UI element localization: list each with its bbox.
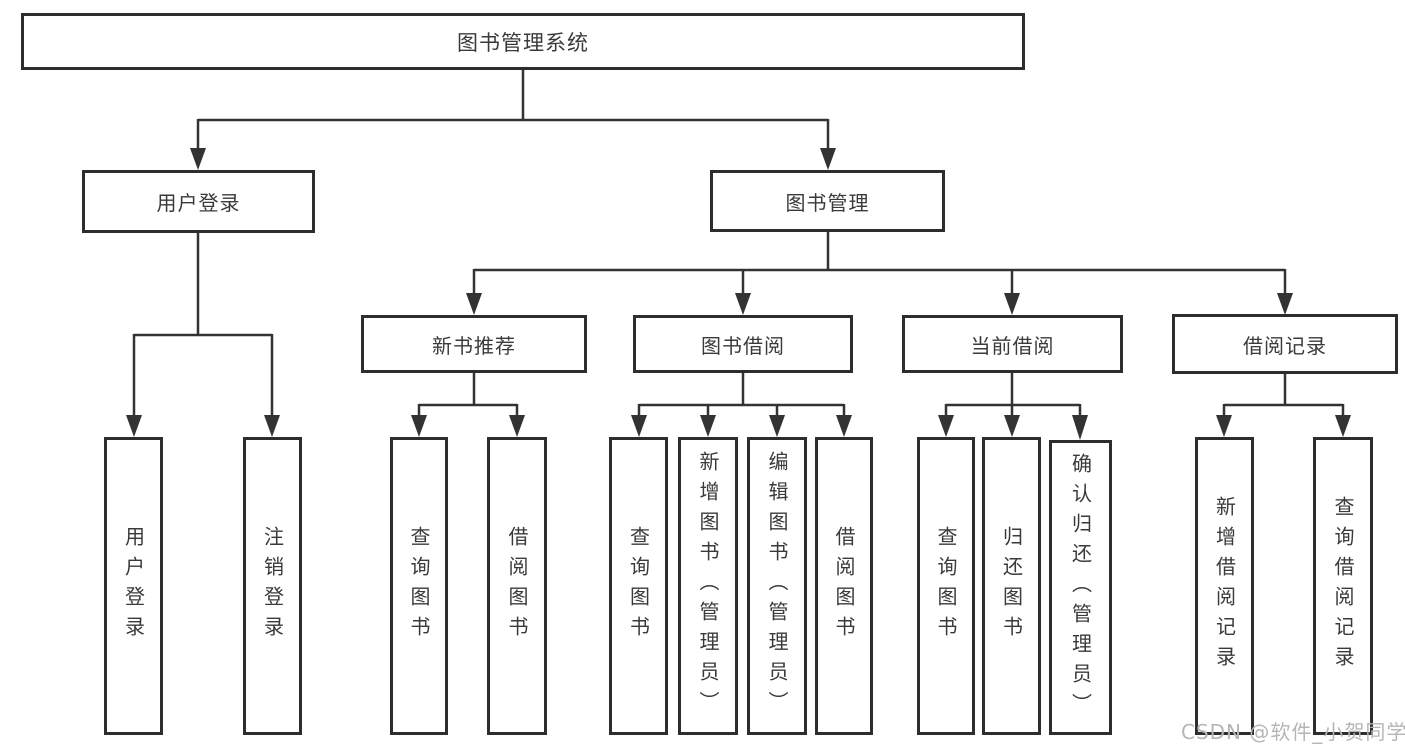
- group-current-borrow-label: 当前借阅: [970, 333, 1055, 358]
- leaf-bb-borrow-books-label: 借阅图书: [832, 526, 856, 646]
- leaf-bb-query-books-label: 查询图书: [626, 526, 651, 646]
- leaf-nbr-query-books-label: 查询图书: [407, 526, 431, 646]
- leaf-cb-confirm-return-admin: 确认归还（管理员）: [1049, 440, 1112, 735]
- leaf-nbr-borrow-books: 借阅图书: [487, 437, 547, 735]
- branch-book-management: 图书管理: [710, 170, 945, 232]
- leaf-user-login-label: 用户登录: [121, 526, 146, 646]
- branch-book-management-label: 图书管理: [785, 190, 870, 215]
- group-book-borrow-label: 图书借阅: [701, 333, 785, 358]
- leaf-bb-add-book-admin-label: 新增图书（管理员）: [696, 451, 720, 721]
- leaf-nbr-query-books: 查询图书: [390, 437, 448, 735]
- node-root-label: 图书管理系统: [457, 30, 589, 55]
- leaf-br-query-record-label: 查询借阅记录: [1331, 496, 1355, 676]
- leaf-br-add-record-label: 新增借阅记录: [1212, 496, 1237, 676]
- leaf-cb-query-books-label: 查询图书: [934, 526, 958, 646]
- leaf-logout: 注销登录: [243, 437, 302, 735]
- leaf-bb-add-book-admin: 新增图书（管理员）: [678, 437, 738, 735]
- node-root: 图书管理系统: [21, 13, 1025, 70]
- leaf-bb-edit-book-admin-label: 编辑图书（管理员）: [765, 451, 789, 721]
- group-book-borrow: 图书借阅: [633, 315, 853, 373]
- leaf-nbr-borrow-books-label: 借阅图书: [505, 526, 529, 646]
- group-borrow-records-label: 借阅记录: [1243, 333, 1327, 358]
- leaf-cb-return-books: 归还图书: [982, 437, 1041, 735]
- group-new-book-recommend: 新书推荐: [361, 315, 587, 373]
- leaf-br-add-record: 新增借阅记录: [1195, 437, 1254, 735]
- leaf-cb-confirm-return-admin-label: 确认归还（管理员）: [1068, 452, 1093, 723]
- group-borrow-records: 借阅记录: [1172, 314, 1398, 374]
- leaf-bb-query-books: 查询图书: [609, 437, 668, 735]
- branch-user-login: 用户登录: [82, 170, 315, 233]
- group-new-book-recommend-label: 新书推荐: [432, 333, 516, 358]
- leaf-bb-borrow-books: 借阅图书: [815, 437, 873, 735]
- group-current-borrow: 当前借阅: [902, 315, 1123, 373]
- leaf-bb-edit-book-admin: 编辑图书（管理员）: [747, 437, 807, 735]
- leaf-user-login: 用户登录: [104, 437, 163, 735]
- leaf-br-query-record: 查询借阅记录: [1313, 437, 1373, 735]
- leaf-cb-return-books-label: 归还图书: [999, 526, 1024, 646]
- branch-user-login-label: 用户登录: [156, 191, 241, 215]
- leaf-cb-query-books: 查询图书: [917, 437, 975, 735]
- leaf-logout-label: 注销登录: [260, 526, 285, 646]
- watermark: CSDN @软件_小贺同学: [1181, 720, 1405, 744]
